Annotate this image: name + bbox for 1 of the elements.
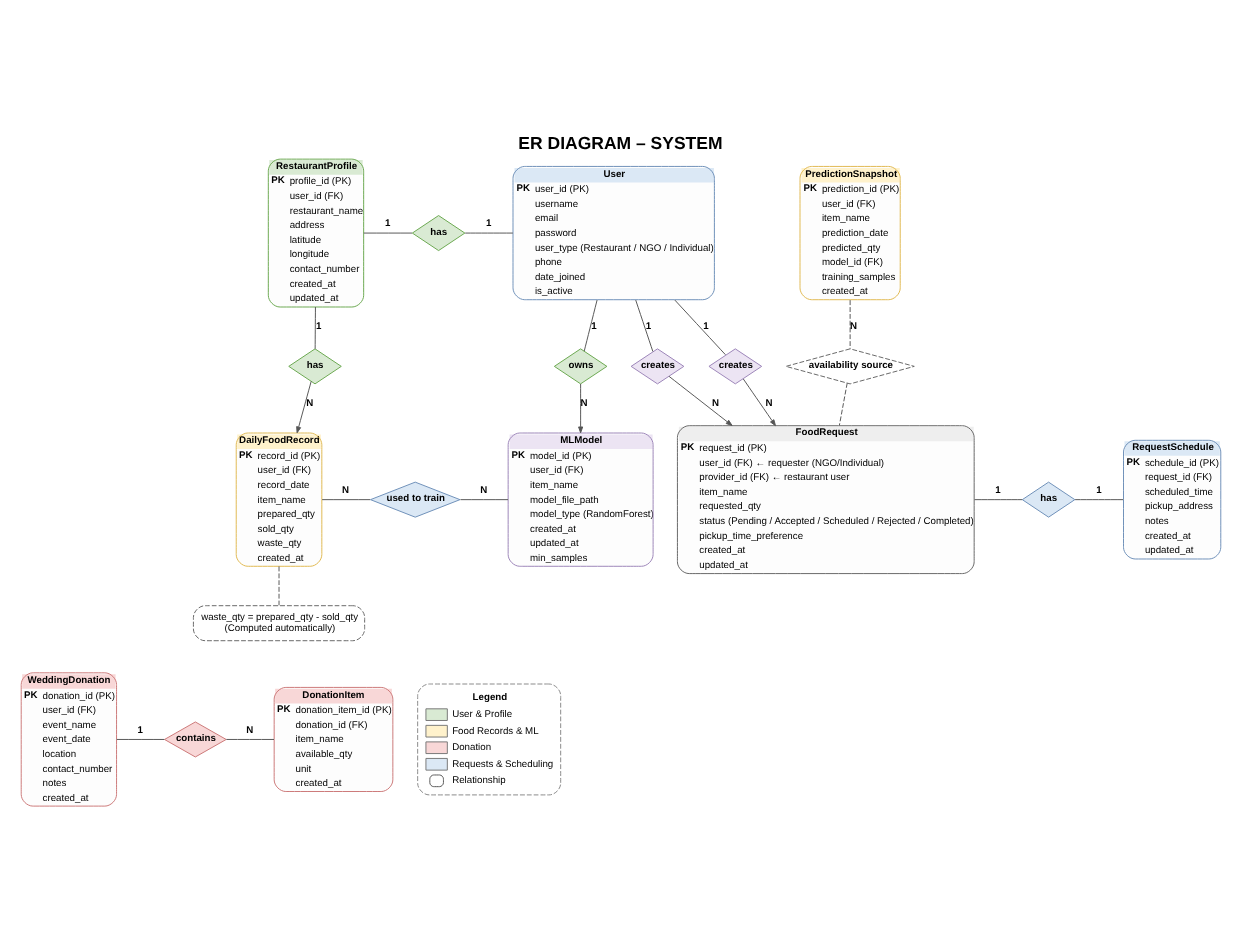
diagram-title: ER DIAGRAM – SYSTEM: [518, 131, 723, 152]
